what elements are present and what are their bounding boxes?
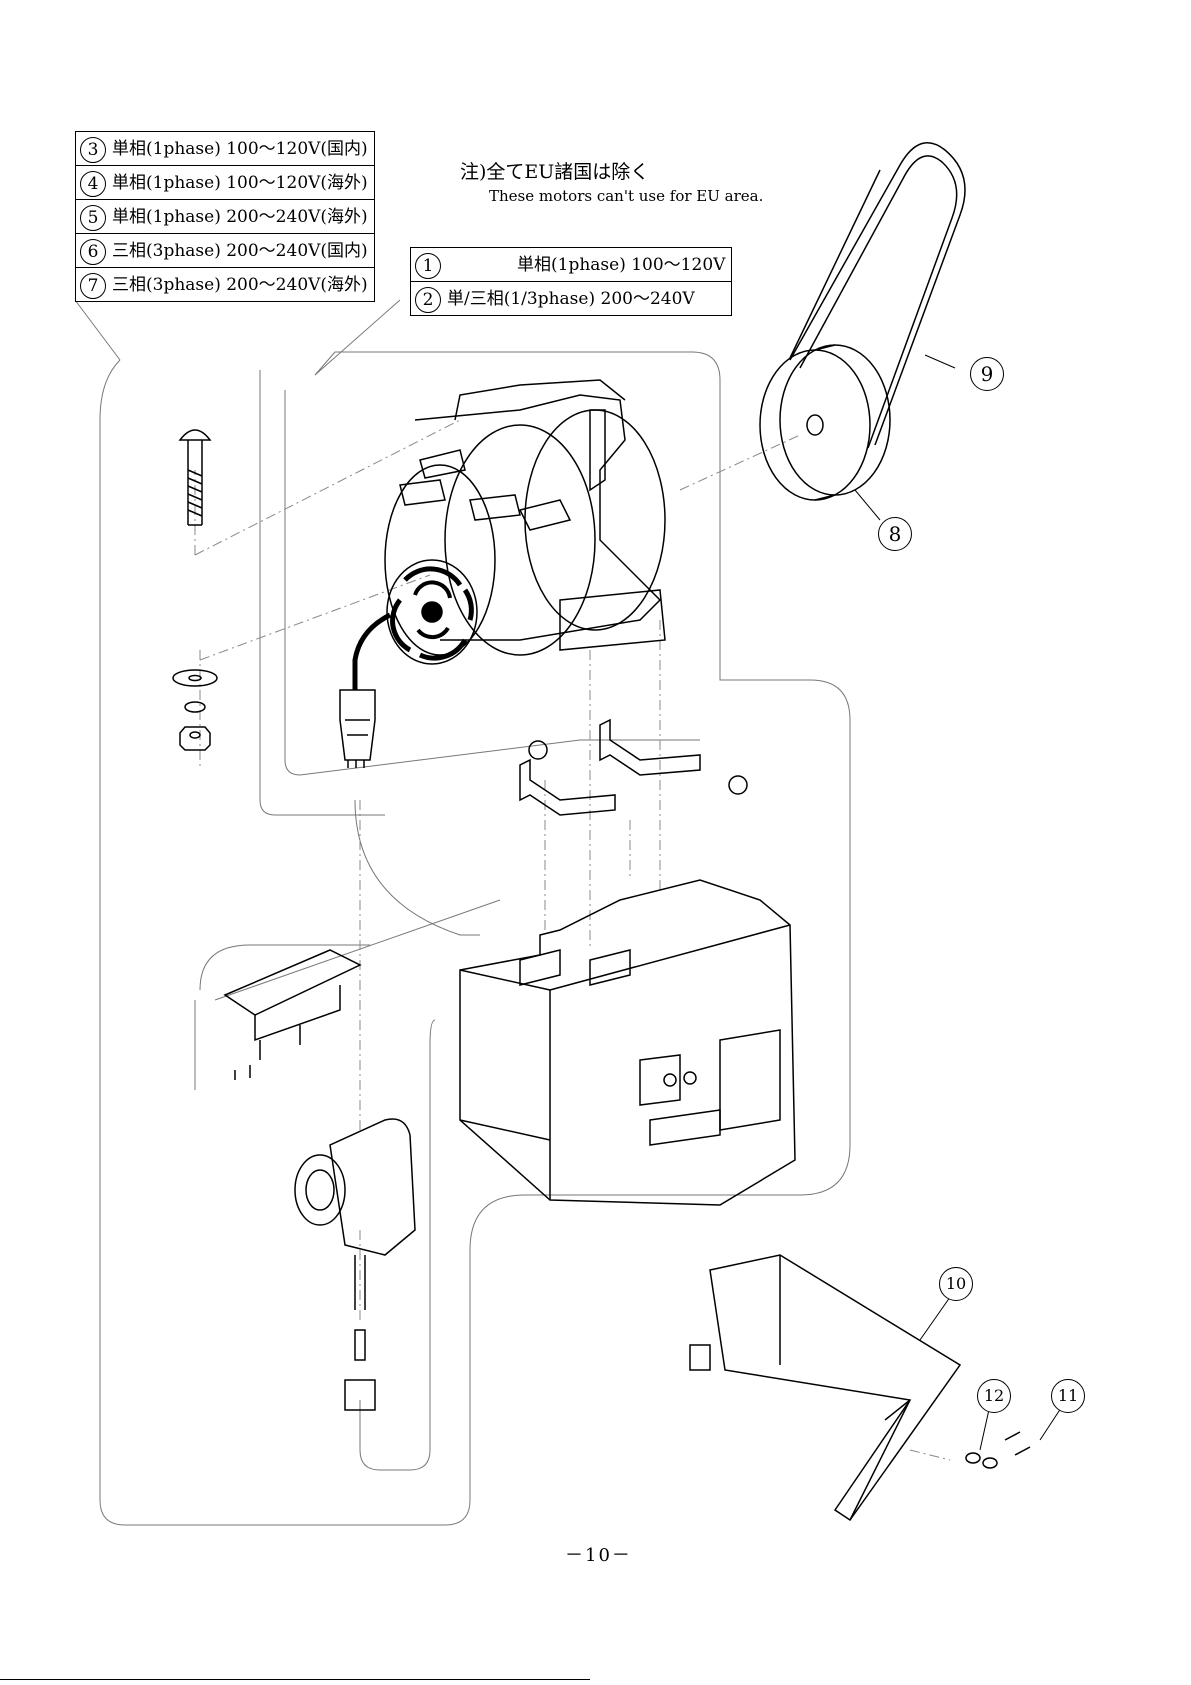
- legend-row: 2 単/三相(1/3phase) 200～240V: [411, 282, 732, 316]
- note-japanese: 注)全てEU諸国は除く: [460, 157, 649, 184]
- pulley: [760, 345, 890, 500]
- legend-row: 5 単相(1phase) 200～240V(海外): [76, 200, 375, 234]
- legend-cell: 7 三相(3phase) 200～240V(海外): [76, 268, 375, 302]
- legend-cell: 3 単相(1phase) 100～120V(国内): [76, 132, 375, 166]
- legend-text: 単相(1phase) 100～120V: [517, 255, 725, 275]
- belt-cover: [690, 1255, 960, 1520]
- legend-cell: 1 単相(1phase) 100～120V: [411, 248, 732, 282]
- legend-row: 1 単相(1phase) 100～120V: [411, 248, 732, 282]
- page-number: －10－: [565, 1541, 632, 1567]
- callout-9: 9: [970, 357, 1004, 391]
- legend-cell: 6 三相(3phase) 200～240V(国内): [76, 234, 375, 268]
- callout-12: 12: [977, 1379, 1011, 1413]
- v-belt: [790, 143, 965, 448]
- control-box-variants-table: 1 単相(1phase) 100～120V 2 単/三相(1/3phase) 200…: [410, 247, 732, 316]
- cover-screws: [966, 1432, 1030, 1468]
- legend-text: 単/三相(1/3phase) 200～240V: [447, 289, 695, 309]
- motor-variants-table: 3 単相(1phase) 100～120V(国内) 4 単相(1phase) 100…: [75, 131, 375, 302]
- terminal-plate: [225, 950, 360, 1080]
- circled-number: 1: [415, 253, 441, 279]
- circled-number: 6: [80, 239, 106, 265]
- legend-cell: 2 単/三相(1/3phase) 200～240V: [411, 282, 732, 316]
- legend-row: 3 単相(1phase) 100～120V(国内): [76, 132, 375, 166]
- legend-row: 7 三相(3phase) 200～240V(海外): [76, 268, 375, 302]
- group-outline: [75, 300, 850, 1525]
- alignment-lines: [195, 420, 950, 1460]
- legend-text: 単相(1phase) 100～120V(国内): [112, 139, 368, 159]
- control-box: [460, 880, 795, 1205]
- note-english: These motors can't use for EU area.: [489, 187, 763, 205]
- legend-text: 単相(1phase) 200～240V(海外): [112, 207, 368, 227]
- bolt-assembly: [173, 430, 217, 750]
- motor: [340, 380, 665, 768]
- motor-brackets: [520, 720, 747, 815]
- speed-sensor: [295, 1119, 415, 1410]
- circled-number: 4: [80, 171, 106, 197]
- legend-row: 6 三相(3phase) 200～240V(国内): [76, 234, 375, 268]
- legend-cell: 4 単相(1phase) 100～120V(海外): [76, 166, 375, 200]
- legend-text: 三相(3phase) 200～240V(国内): [112, 241, 368, 261]
- footer-rule: [0, 1679, 590, 1680]
- legend-cell: 5 単相(1phase) 200～240V(海外): [76, 200, 375, 234]
- legend-text: 単相(1phase) 100～120V(海外): [112, 173, 368, 193]
- callout-11: 11: [1051, 1379, 1085, 1413]
- callout-10: 10: [939, 1267, 973, 1301]
- circled-number: 7: [80, 273, 106, 299]
- legend-text: 三相(3phase) 200～240V(海外): [112, 275, 368, 295]
- callout-8: 8: [878, 517, 912, 551]
- circled-number: 5: [80, 205, 106, 231]
- circled-number: 2: [415, 287, 441, 313]
- circled-number: 3: [80, 137, 106, 163]
- legend-row: 4 単相(1phase) 100～120V(海外): [76, 166, 375, 200]
